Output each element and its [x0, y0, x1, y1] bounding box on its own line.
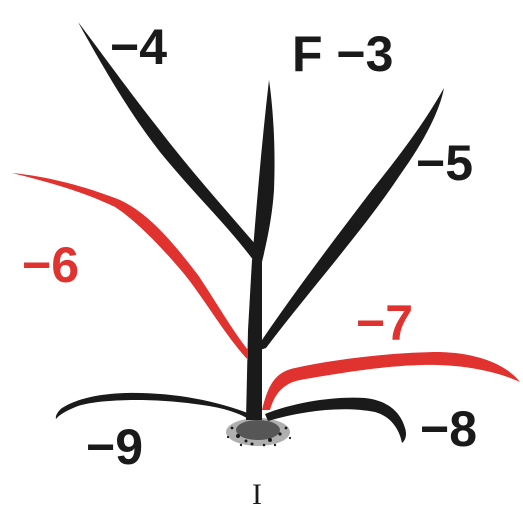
label-leaf-6: −6	[22, 237, 79, 293]
label-leaf-F3: F −3	[292, 26, 393, 82]
label-leaf-4: −4	[110, 19, 167, 75]
figure-label: I	[252, 478, 262, 511]
label-leaf-8: −8	[420, 401, 477, 457]
label-leaf-7: −7	[356, 295, 413, 351]
label-leaf-5: −5	[416, 135, 473, 191]
label-leaf-9: −9	[86, 419, 143, 475]
